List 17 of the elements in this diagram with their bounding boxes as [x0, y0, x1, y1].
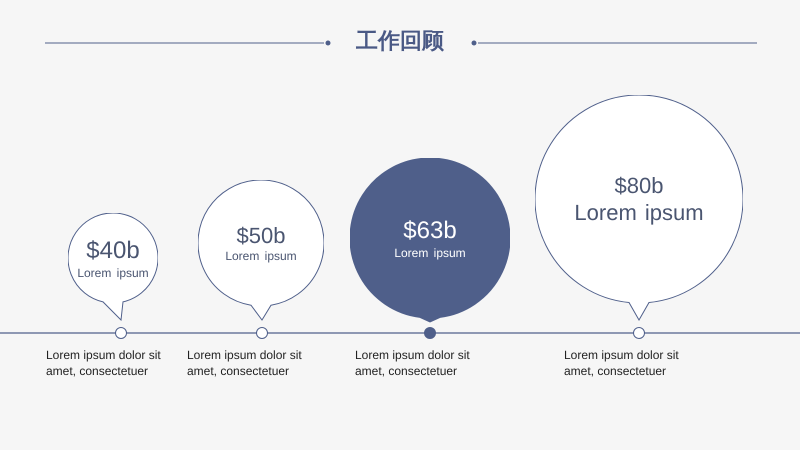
- speech-bubble: [535, 95, 743, 321]
- bubble-label: Lorem ipsum: [77, 266, 149, 280]
- value-text: $80b: [614, 172, 664, 199]
- caption-text: Lorem ipsum dolor sit amet, consectetuer: [564, 347, 680, 379]
- bubble-label: Lorem ipsum: [394, 246, 466, 260]
- bubble-label: Lorem ipsum: [225, 249, 297, 264]
- value-text: $63b: [403, 216, 457, 246]
- speech-bubble: [198, 180, 324, 321]
- value-text: $50b: [236, 222, 286, 250]
- speech-bubble: [68, 213, 158, 321]
- title: 工作回顾: [356, 27, 444, 55]
- value-text: $40b: [86, 236, 140, 266]
- highlighted-bubble: [350, 158, 510, 323]
- caption-text: Lorem ipsum dolor sit amet, consectetuer: [355, 347, 471, 379]
- caption-text: Lorem ipsum dolor sit amet, consectetuer: [187, 347, 303, 379]
- bubble-label: Lorem ipsum: [574, 199, 704, 226]
- caption-text: Lorem ipsum dolor sit amet, consectetuer: [46, 347, 162, 379]
